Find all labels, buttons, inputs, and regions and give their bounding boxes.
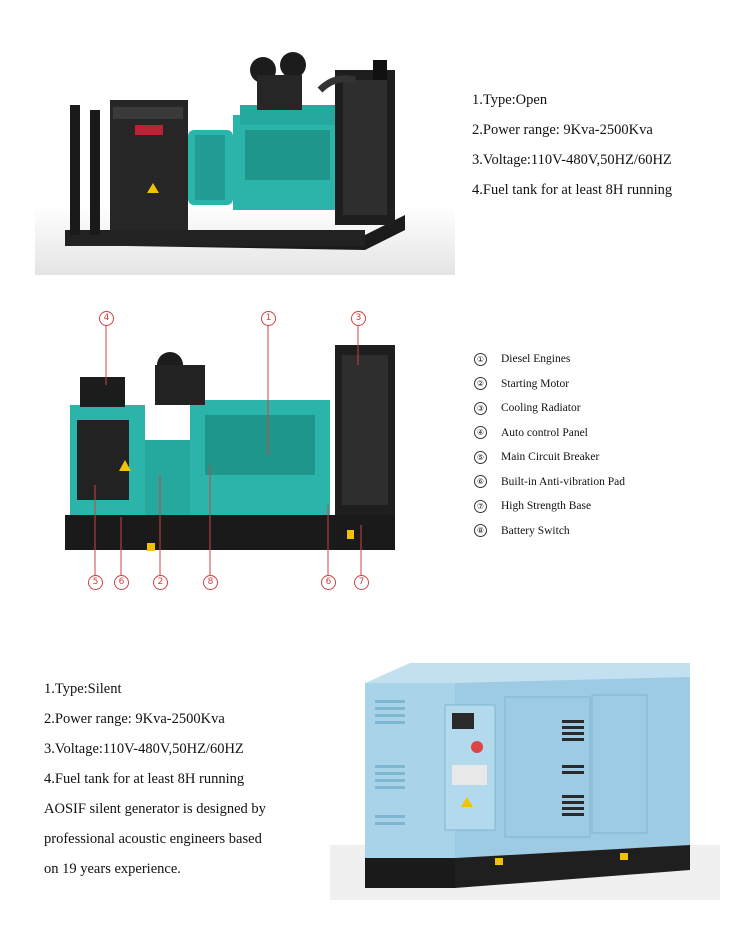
legend-label: Built-in Anti-vibration Pad [501,475,625,488]
silent-description-line: AOSIF silent generator is designed by [44,801,266,817]
legend-item: ① Diesel Engines [474,347,625,372]
callout-5: 5 [88,575,103,590]
legend-label: Starting Motor [501,377,570,390]
silent-spec-list: 1.Type:Silent 2.Power range: 9Kva-2500Kv… [44,674,266,884]
component-legend: ① Diesel Engines ② Starting Motor ③ Cooling… [474,347,625,543]
callout-2: 2 [153,575,168,590]
legend-label: Battery Switch [501,524,570,537]
callout-6-right: 6 [321,575,336,590]
legend-number: ③ [474,401,487,415]
open-spec-voltage: 3.Voltage:110V-480V,50HZ/60HZ [472,152,672,168]
legend-number: ⑥ [474,475,487,489]
open-spec-power: 2.Power range: 9Kva-2500Kva [472,122,653,138]
open-spec-fuel: 4.Fuel tank for at least 8H running [472,182,673,198]
legend-number: ① [474,352,487,366]
silent-spec-type: 1.Type:Silent [44,681,122,697]
legend-item: ② Starting Motor [474,372,625,397]
legend-item: ⑥ Built-in Anti-vibration Pad [474,470,625,495]
open-generator-image [35,35,455,275]
callout-6-left: 6 [114,575,129,590]
legend-item: ④ Auto control Panel [474,421,625,446]
silent-spec-fuel: 4.Fuel tank for at least 8H running [44,771,245,787]
legend-label: Auto control Panel [501,426,588,439]
callout-3: 3 [351,311,366,326]
callout-8: 8 [203,575,218,590]
silent-description-line: on 19 years experience. [44,861,181,877]
legend-label: High Strength Base [501,500,592,512]
legend-item: ⑦ High Strength Base [474,494,625,519]
open-spec-list: 1.Type:Open 2.Power range: 9Kva-2500Kva … [472,85,672,205]
legend-number: ④ [474,426,487,440]
silent-generator-image [330,655,720,900]
legend-number: ⑧ [474,524,487,538]
legend-number: ② [474,377,487,391]
legend-label: Diesel Engines [501,353,571,365]
silent-spec-power: 2.Power range: 9Kva-2500Kva [44,711,225,727]
silent-spec-voltage: 3.Voltage:110V-480V,50HZ/60HZ [44,741,244,757]
open-spec-type: 1.Type:Open [472,92,548,108]
callout-4: 4 [99,311,114,326]
silent-description-line: professional acoustic engineers based [44,831,262,847]
legend-number: ⑤ [474,450,487,464]
legend-number: ⑦ [474,499,487,513]
legend-item: ③ Cooling Radiator [474,396,625,421]
legend-item: ⑤ Main Circuit Breaker [474,445,625,470]
callout-1: 1 [261,311,276,326]
legend-label: Cooling Radiator [501,402,581,414]
callout-7: 7 [354,575,369,590]
legend-item: ⑧ Battery Switch [474,519,625,544]
legend-label: Main Circuit Breaker [501,451,600,463]
component-diagram: 4 1 3 5 6 2 8 6 7 [55,305,415,600]
